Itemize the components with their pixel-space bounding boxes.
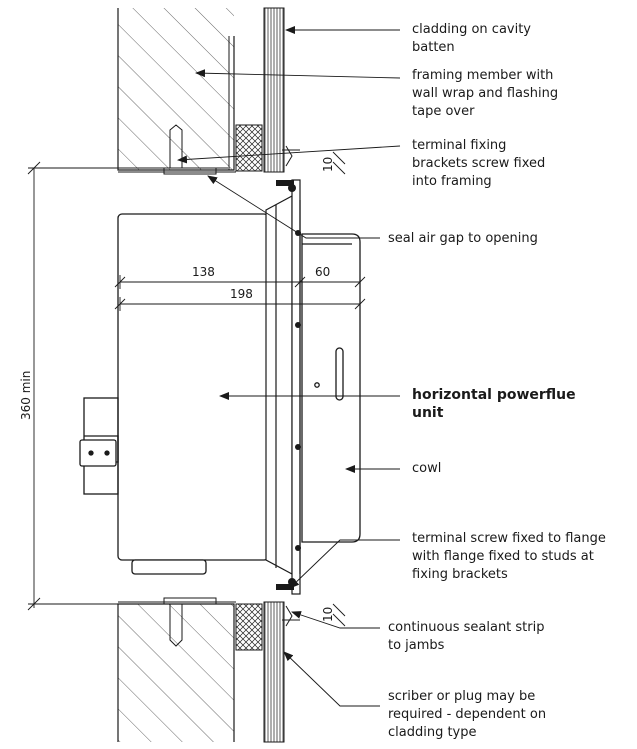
cavity-batten-bottom (235, 603, 263, 651)
gap-10-bottom (332, 603, 346, 627)
cladding (263, 7, 285, 743)
dimension-60 (300, 275, 366, 289)
label-cowl: cowl (412, 461, 442, 476)
dimension-360 (27, 161, 228, 611)
gap-10-top (332, 151, 346, 175)
framing-member-bottom (117, 603, 235, 742)
gap-10-top-label: 10 (321, 157, 335, 172)
leader-lines (177, 26, 401, 707)
dimension-138 (114, 275, 306, 289)
dimension-198 (114, 297, 366, 311)
flange-plate (265, 179, 301, 595)
powerflue-unit (79, 213, 269, 575)
cowl (301, 233, 361, 543)
framing-member-top (117, 8, 235, 171)
gap-10-bottom-label: 10 (321, 607, 335, 622)
dimension-198-label: 198 (230, 287, 253, 301)
cavity-batten-top (235, 124, 263, 172)
dimension-138-label: 138 (192, 265, 215, 279)
dimension-360-label: 360 min (19, 371, 33, 420)
label-seal-air-gap: seal air gap to opening (388, 231, 538, 246)
dimension-60-label: 60 (315, 265, 330, 279)
